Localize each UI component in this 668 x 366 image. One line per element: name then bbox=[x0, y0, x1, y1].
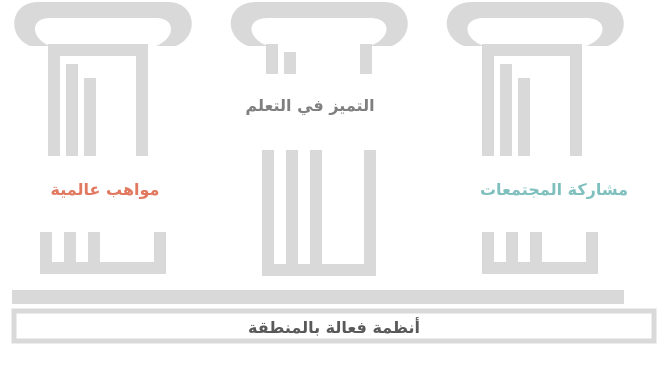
pillar-right-shaft-d bbox=[570, 44, 582, 156]
pillar-left-capital bbox=[14, 2, 192, 46]
pillar-right-shaft-c bbox=[518, 78, 530, 156]
pillar-left-shaft-mid2 bbox=[84, 78, 96, 156]
pillar-right-lower bbox=[482, 232, 598, 274]
pillar-left-lower bbox=[40, 232, 166, 274]
pillar-left bbox=[14, 2, 192, 274]
pillar-center-shaft-b bbox=[284, 52, 296, 74]
pillar-center bbox=[230, 2, 408, 276]
pillar-left-shaft-right bbox=[136, 44, 148, 156]
base-box bbox=[11, 308, 657, 344]
pillar-right-shaft-top bbox=[482, 44, 578, 56]
pillar-left-shaft-outer bbox=[48, 44, 60, 156]
foundation-bar bbox=[12, 290, 624, 304]
pillar-right bbox=[446, 2, 624, 274]
pillar-right-label: مشاركة المجتمعات bbox=[479, 180, 629, 199]
pillar-right-shaft-a bbox=[482, 44, 494, 156]
pillar-left-label: مواهب عالمية bbox=[50, 180, 160, 199]
pillar-center-shaft-a bbox=[266, 44, 278, 74]
pillar-center-label: التميز في التعلم bbox=[245, 96, 375, 115]
pillar-right-capital bbox=[446, 2, 624, 46]
pillar-left-shaft-mid1 bbox=[66, 64, 78, 156]
pillar-center-shaft-c bbox=[360, 44, 372, 74]
pillar-center-lower bbox=[262, 150, 376, 276]
pillar-center-capital bbox=[230, 2, 408, 46]
pillar-right-shaft-b bbox=[500, 64, 512, 156]
pillar-left-shaft-top bbox=[48, 44, 144, 56]
base-label: أنظمة فعالة بالمنطقة bbox=[248, 318, 420, 337]
